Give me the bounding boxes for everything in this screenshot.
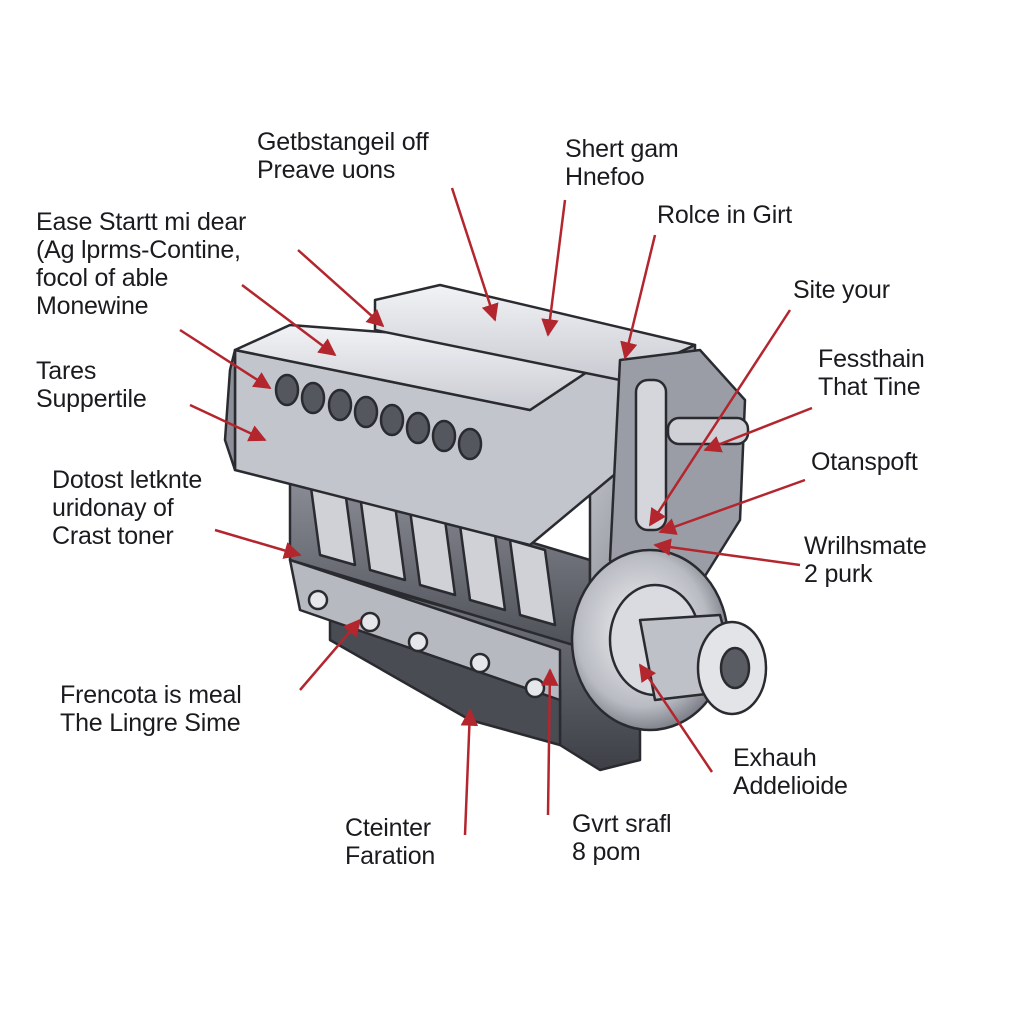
leader-line-4 [297, 249, 385, 328]
cylinder-head-end [223, 348, 237, 472]
leader-line-5 [241, 284, 337, 357]
leader-line-14 [638, 663, 714, 773]
leader-line-6 [179, 328, 272, 390]
horizontal-pipe [666, 416, 750, 446]
vertical-pipe [634, 378, 668, 532]
leader-line-13 [299, 618, 362, 691]
block-bolts [307, 589, 546, 699]
leader-line-3 [620, 234, 657, 360]
leader-lines [179, 187, 813, 836]
port-row [274, 373, 483, 461]
shaft-hub [719, 646, 751, 690]
leader-line-8 [648, 309, 792, 527]
leader-line-15 [460, 708, 479, 836]
leader-line-7 [189, 403, 267, 442]
part-label-5: Site your [793, 276, 890, 304]
leader-line-12 [214, 528, 302, 559]
leader-line-11 [653, 538, 801, 567]
part-label-4: Ease Startt mi dear(Ag lprms-Contine,foc… [36, 208, 247, 320]
part-label-3: Rolce in Girt [657, 201, 792, 229]
engine-body [223, 283, 768, 772]
leader-line-9 [703, 406, 813, 453]
leader-line-16 [541, 668, 559, 816]
leader-line-10 [658, 478, 806, 535]
leader-line-2 [541, 199, 567, 337]
leader-line-1 [450, 187, 499, 322]
part-label-9: Otanspoft [811, 448, 918, 476]
lower-block-rail [288, 558, 562, 702]
